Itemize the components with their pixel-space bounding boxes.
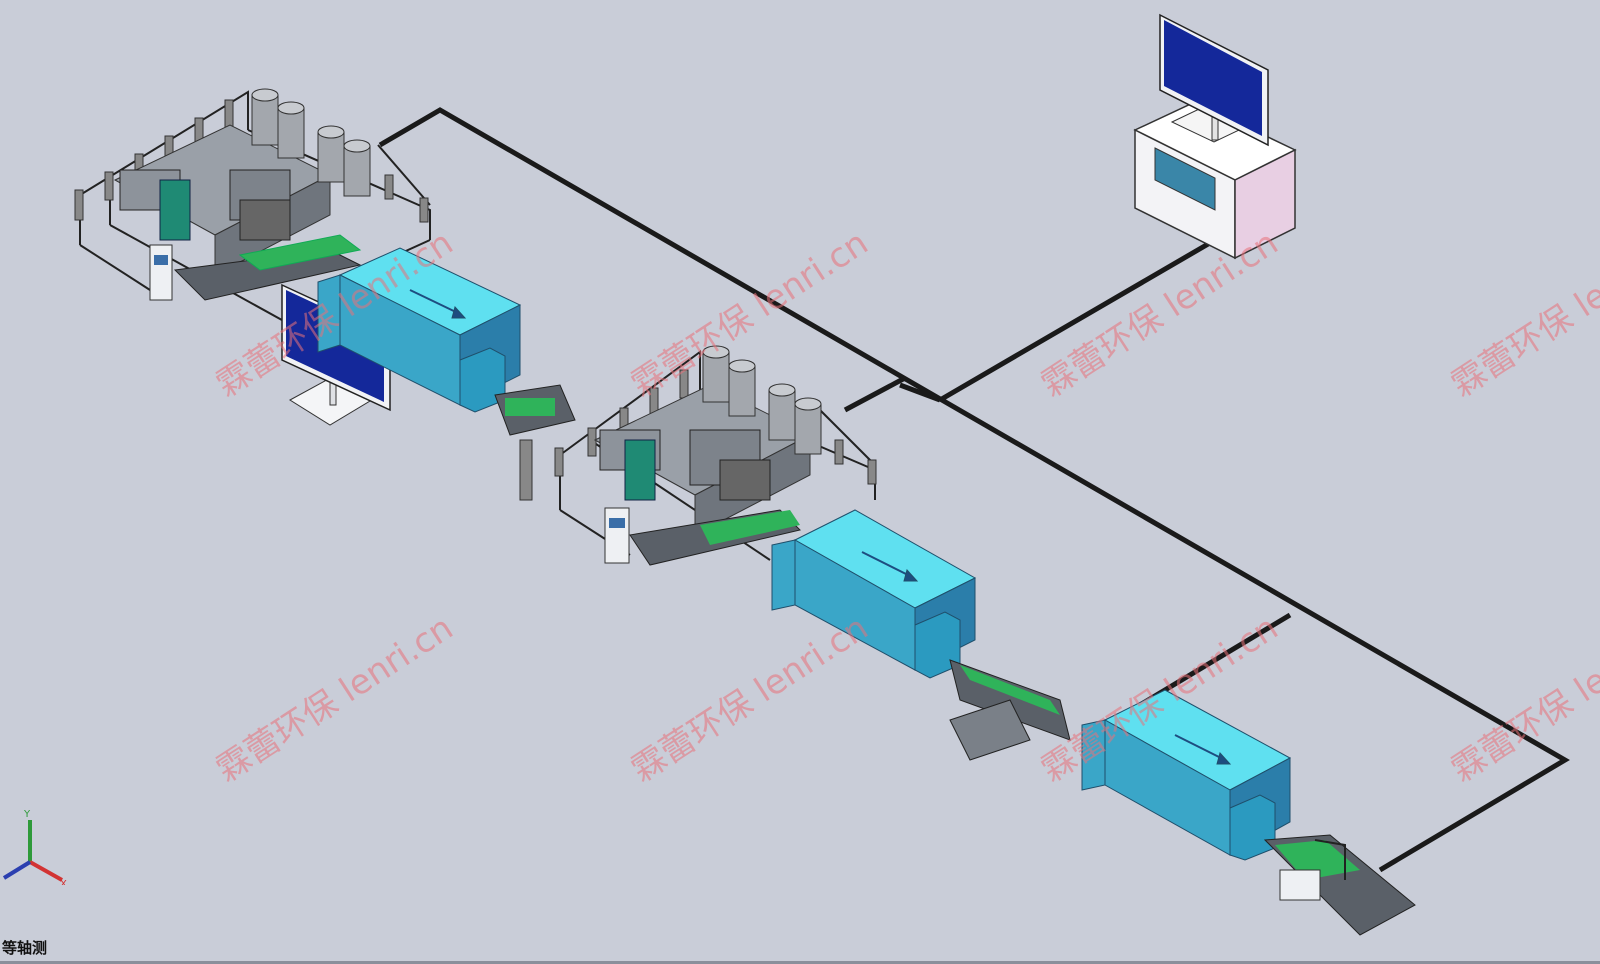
- paint-tanks-2: [702, 345, 822, 455]
- triad-x-label: X: [60, 879, 67, 885]
- axis-triad: [2, 820, 63, 882]
- curing-oven-3: [1081, 689, 1292, 861]
- spray-station-2[interactable]: [554, 345, 877, 566]
- monitor-top-right: [1133, 13, 1297, 260]
- view-orientation-label: 等轴测: [2, 939, 48, 957]
- viewport-bottom-border: [0, 961, 1600, 964]
- unload-station: [1263, 834, 1416, 936]
- transfer-unit-1: [494, 384, 576, 501]
- triad-labels: Y X: [23, 809, 67, 885]
- curing-oven-2: [771, 509, 977, 679]
- transfer-unit-2: [949, 659, 1071, 761]
- triad-y-label: Y: [23, 809, 31, 820]
- paint-tanks-1: [251, 88, 371, 197]
- curing-oven-1: [317, 247, 522, 413]
